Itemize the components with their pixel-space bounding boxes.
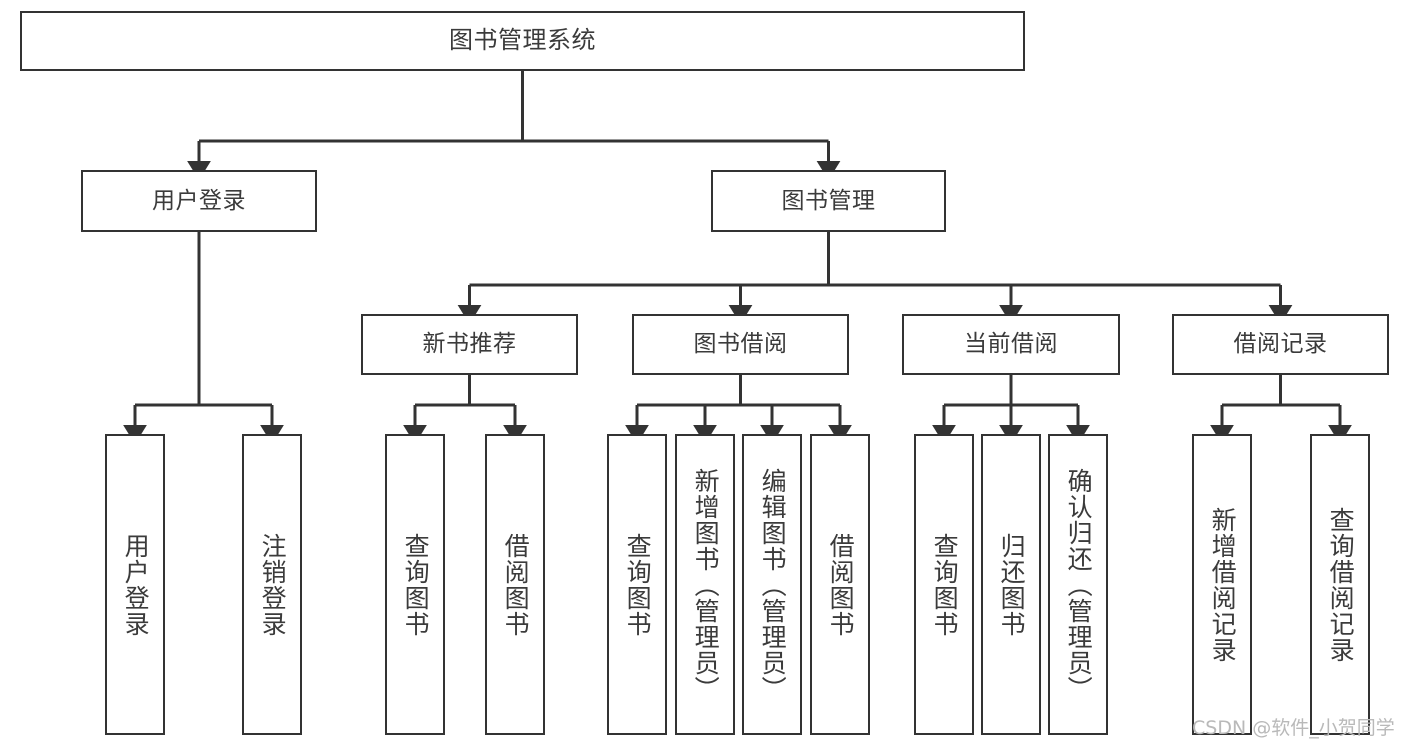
node-leaf-query-book-cur[interactable]: 查询图书 [914,434,974,735]
node-leaf-add-record[interactable]: 新增借阅记录 [1192,434,1252,735]
node-leaf-borrow-book[interactable]: 借阅图书 [810,434,870,735]
node-label: 当前借阅 [964,331,1058,358]
node-leaf-query-record[interactable]: 查询借阅记录 [1310,434,1370,735]
node-leaf-query-book-rec[interactable]: 查询图书 [385,434,445,735]
node-label: 图书管理系统 [449,26,596,55]
node-label: 查询图书 [623,532,653,637]
node-user-login[interactable]: 用户登录 [81,170,317,232]
node-current-borrow[interactable]: 当前借阅 [902,314,1120,375]
node-leaf-query-book-borrow[interactable]: 查询图书 [607,434,667,735]
node-leaf-add-book[interactable]: 新增图书（管理员） [675,434,735,735]
node-label: 借阅图书 [826,532,856,637]
node-label: 查询借阅记录 [1326,506,1356,663]
node-label: 用户登录 [121,532,151,637]
node-leaf-return-book[interactable]: 归还图书 [981,434,1041,735]
node-label: 查询图书 [930,532,960,637]
node-label: 借阅记录 [1233,331,1328,358]
node-leaf-logout[interactable]: 注销登录 [242,434,302,735]
node-leaf-confirm-return[interactable]: 确认归还（管理员） [1048,434,1108,735]
node-label: 归还图书 [997,532,1027,637]
node-leaf-edit-book[interactable]: 编辑图书（管理员） [742,434,802,735]
node-book-borrow[interactable]: 图书借阅 [632,314,849,375]
node-leaf-borrow-book-rec[interactable]: 借阅图书 [485,434,545,735]
node-new-book-rec[interactable]: 新书推荐 [361,314,578,375]
node-root[interactable]: 图书管理系统 [20,11,1025,71]
node-label: 查询图书 [401,532,431,637]
node-label: 新书推荐 [422,331,517,358]
node-label: 确认归还（管理员） [1064,467,1094,702]
node-label: 图书管理 [781,187,876,214]
node-label: 编辑图书（管理员） [758,467,788,702]
node-book-manage[interactable]: 图书管理 [711,170,946,232]
node-label: 用户登录 [152,187,246,214]
node-borrow-record[interactable]: 借阅记录 [1172,314,1389,375]
node-leaf-user-login[interactable]: 用户登录 [105,434,165,735]
node-label: 图书借阅 [693,331,788,358]
node-label: 注销登录 [258,532,288,637]
node-label: 新增图书（管理员） [691,467,721,702]
node-label: 借阅图书 [501,532,531,637]
watermark-text: CSDN @软件_小贺同学 [1192,717,1395,739]
node-label: 新增借阅记录 [1208,506,1238,663]
